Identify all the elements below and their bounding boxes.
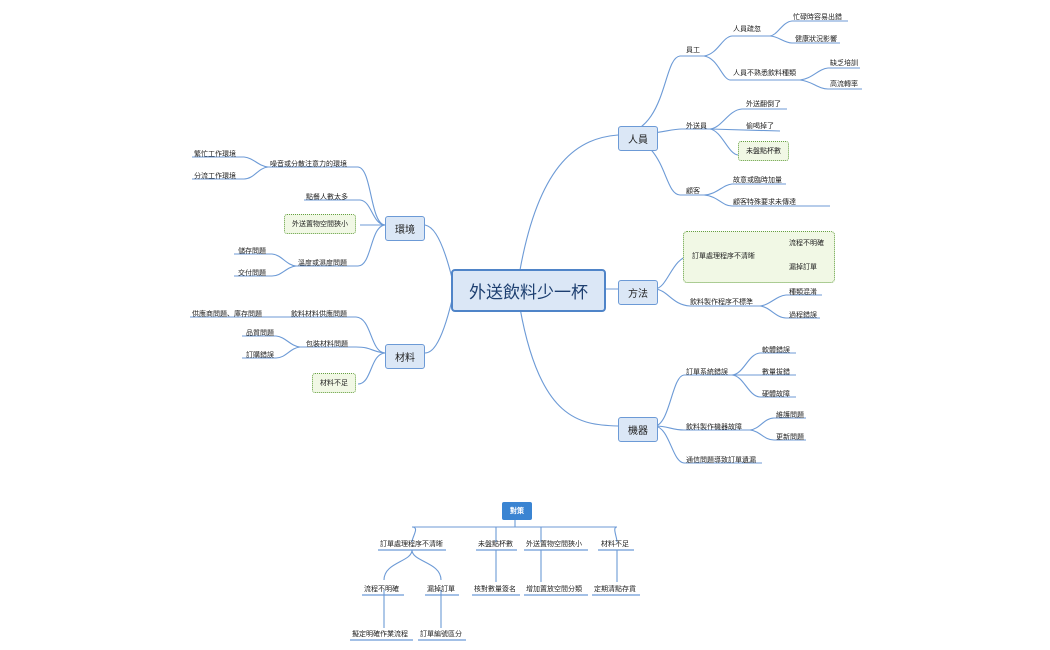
branch-material[interactable]: 材料 xyxy=(385,344,425,369)
node-handover[interactable]: 交付問題 xyxy=(238,269,266,277)
node-drank[interactable]: 偷喝掉了 xyxy=(746,122,774,130)
cm-verify-sign[interactable]: 核對數量簽名 xyxy=(474,585,516,593)
cm-add-space[interactable]: 增加置放空間分類 xyxy=(526,585,582,593)
node-make-process[interactable]: 飲料製作程序不標準 xyxy=(690,298,753,306)
node-negligence[interactable]: 人員疏忽 xyxy=(733,25,761,33)
cm-missed-order[interactable]: 漏掉訂單 xyxy=(427,585,455,593)
node-noisy-env[interactable]: 噪音或分散注意力的環境 xyxy=(270,160,347,168)
node-special-req[interactable]: 顧客特殊要求未傳達 xyxy=(733,198,796,206)
node-staff[interactable]: 員工 xyxy=(686,46,700,54)
cm-shortage[interactable]: 材料不足 xyxy=(601,540,629,548)
root-topic[interactable]: 外送飲料少一杯 xyxy=(451,269,606,312)
node-no-count[interactable]: 未盤點杯數 xyxy=(738,141,789,161)
branch-machine[interactable]: 機器 xyxy=(618,417,658,442)
node-customer[interactable]: 顧客 xyxy=(686,187,700,195)
node-maintenance[interactable]: 維護問題 xyxy=(776,411,804,419)
node-spilled[interactable]: 外送翻倒了 xyxy=(746,100,781,108)
node-supplier[interactable]: 供應商問題、庫存問題 xyxy=(192,310,262,318)
node-add-qty[interactable]: 故意或臨時加量 xyxy=(733,176,782,184)
node-temp[interactable]: 溫度或濕度問題 xyxy=(298,259,347,267)
branch-people[interactable]: 人員 xyxy=(618,126,658,151)
countermeasures-root[interactable]: 對策 xyxy=(502,502,532,520)
node-hardware-fail[interactable]: 硬體故障 xyxy=(762,390,790,398)
node-split-env[interactable]: 分流工作環境 xyxy=(194,172,236,180)
branch-environment[interactable]: 環境 xyxy=(385,216,425,241)
node-no-training[interactable]: 缺乏培訓 xyxy=(830,59,858,67)
node-too-many[interactable]: 點餐人數太多 xyxy=(306,193,348,201)
node-packaging[interactable]: 包裝材料問題 xyxy=(306,340,348,348)
branch-method[interactable]: 方法 xyxy=(618,280,658,305)
node-type-confusion[interactable]: 種類混淆 xyxy=(789,288,817,296)
node-order-process[interactable]: 訂單處理程序不清晰 xyxy=(692,252,755,260)
node-supply[interactable]: 飲料材料供應問題 xyxy=(291,310,347,318)
node-unfamiliar[interactable]: 人員不熟悉飲料種類 xyxy=(733,69,796,77)
node-busy-env[interactable]: 繁忙工作環境 xyxy=(194,150,236,158)
node-software-error[interactable]: 軟體錯誤 xyxy=(762,346,790,354)
node-comm[interactable]: 通信問題導致訂單遺漏 xyxy=(686,456,756,464)
cm-stock-check[interactable]: 定期清點存貨 xyxy=(594,585,636,593)
node-storage[interactable]: 儲存問題 xyxy=(238,247,266,255)
node-order-error[interactable]: 訂購錯誤 xyxy=(246,351,274,359)
node-order-system[interactable]: 訂單系統錯誤 xyxy=(686,368,728,376)
node-process-error[interactable]: 過程錯誤 xyxy=(789,311,817,319)
node-make-machine[interactable]: 飲料製作機器故障 xyxy=(686,423,742,431)
node-quality[interactable]: 品質問題 xyxy=(246,329,274,337)
node-update[interactable]: 更新問題 xyxy=(776,433,804,441)
node-delivery[interactable]: 外送員 xyxy=(686,122,707,130)
node-qty-error[interactable]: 數量拔錯 xyxy=(762,368,790,376)
node-busy-error[interactable]: 忙碌時容易出錯 xyxy=(793,13,842,21)
cm-order-number[interactable]: 訂單編號區分 xyxy=(420,630,462,638)
cm-no-count[interactable]: 未盤點杯數 xyxy=(478,540,513,548)
node-turnover[interactable]: 高流轉率 xyxy=(830,80,858,88)
cm-unclear-flow[interactable]: 流程不明確 xyxy=(364,585,399,593)
node-small-space[interactable]: 外送置物空間狹小 xyxy=(284,214,356,234)
node-unclear-flow[interactable]: 流程不明確 xyxy=(789,239,824,247)
node-health[interactable]: 健康狀況影響 xyxy=(795,35,837,43)
node-missed-order[interactable]: 漏掉訂單 xyxy=(789,263,817,271)
cm-order-process[interactable]: 訂單處理程序不清晰 xyxy=(380,540,443,548)
node-shortage[interactable]: 材料不足 xyxy=(312,373,356,393)
cm-small-space[interactable]: 外送置物空間狹小 xyxy=(526,540,582,548)
method-highlight-box xyxy=(683,231,835,283)
cm-define-flow[interactable]: 擬定明確作業流程 xyxy=(352,630,408,638)
